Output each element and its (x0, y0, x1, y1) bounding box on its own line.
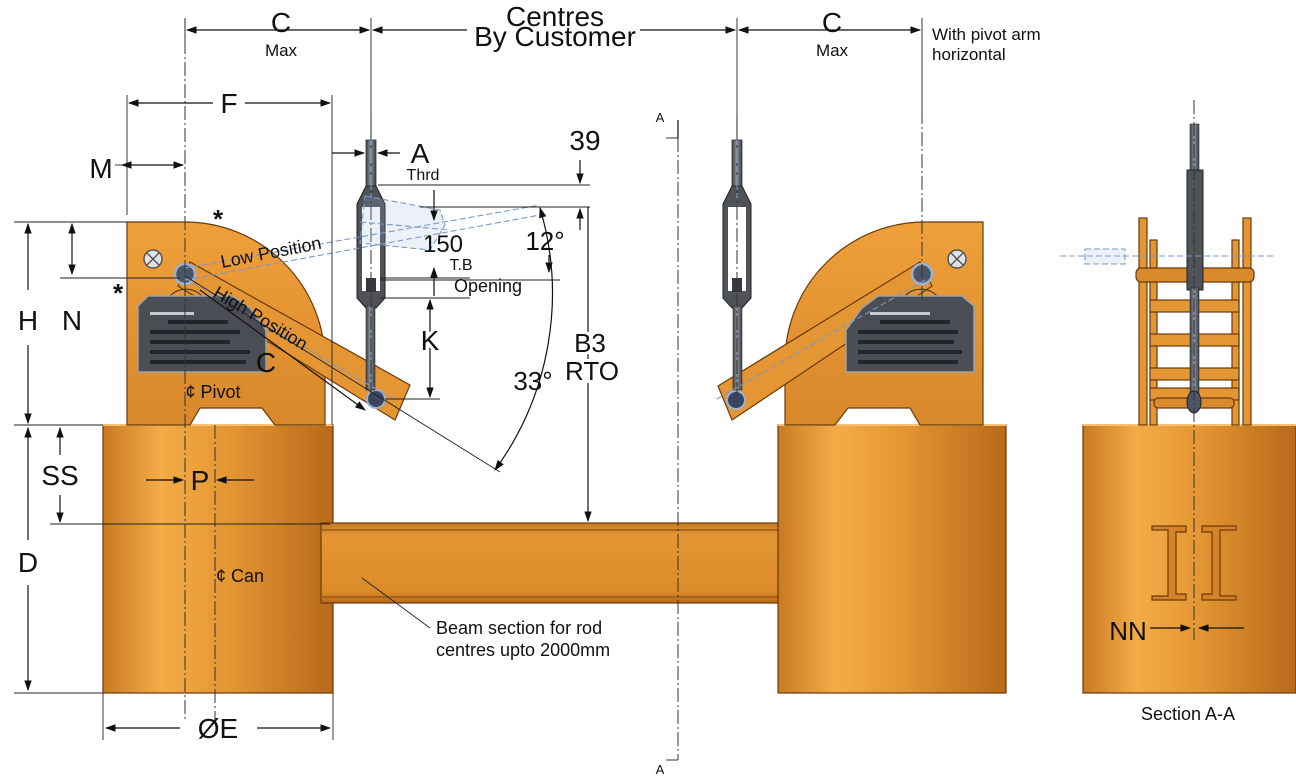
k-label: K (421, 325, 440, 356)
nn-label: NN (1109, 616, 1147, 646)
d-label: D (18, 547, 38, 578)
section-view (1060, 100, 1296, 694)
p-label: P (191, 465, 210, 496)
low-position-ghost (184, 130, 926, 401)
tb-label: T.B (449, 257, 472, 274)
dim-150-label: 150 (423, 231, 463, 258)
beam-note-line1: Beam section for rod (436, 618, 602, 638)
rto-label: RTO (565, 356, 619, 386)
angle-33-label: 33° (513, 366, 552, 396)
n-label: N (62, 305, 82, 336)
section-frame (1135, 217, 1255, 426)
section-can (1082, 424, 1296, 694)
section-a-bottom-label: A (656, 762, 665, 777)
opening-label: Opening (454, 276, 522, 296)
oe-label: ØE (198, 713, 238, 744)
beam-section (320, 522, 789, 604)
dim-39-label: 39 (569, 125, 600, 156)
angle-12-label: 12° (525, 226, 564, 256)
c-max-right-label: C (822, 7, 842, 38)
ss-label: SS (41, 460, 78, 491)
section-turnbuckle (1186, 169, 1204, 291)
b3-label: B3 (574, 328, 606, 358)
centre-lines (184, 18, 923, 761)
star-left: * (113, 278, 124, 308)
m-label: M (89, 153, 112, 184)
section-a-top-label: A (656, 110, 665, 125)
dimensions (14, 18, 1244, 740)
c-radius-label: C (256, 347, 276, 378)
max-right-label: Max (816, 41, 849, 60)
a-label: A (411, 138, 430, 169)
max-left-label: Max (265, 41, 298, 60)
left-unit (102, 139, 411, 694)
can-cl-label: ¢ Can (216, 566, 264, 586)
star-top: * (213, 204, 224, 234)
pivot-note-line1: With pivot arm (932, 25, 1041, 44)
left-can (102, 424, 334, 694)
right-unit (717, 139, 1007, 694)
h-label: H (18, 305, 38, 336)
pivot-note-line2: horizontal (932, 45, 1006, 64)
section-title: Section A-A (1141, 704, 1235, 724)
labels: C Max Centres By Customer C Max With piv… (18, 1, 1235, 777)
pivot-cl-label: ¢ Pivot (185, 382, 240, 402)
by-customer-label: By Customer (474, 21, 636, 52)
section-beam-profile (1151, 525, 1237, 601)
right-arm-end-pin (726, 390, 746, 410)
centres-label: Centres (506, 1, 604, 32)
beam-note-line2: centres upto 2000mm (436, 640, 610, 660)
f-label: F (220, 88, 237, 119)
c-max-left-label: C (271, 7, 291, 38)
thrd-label: Thrd (407, 167, 440, 184)
right-can (777, 424, 1007, 694)
